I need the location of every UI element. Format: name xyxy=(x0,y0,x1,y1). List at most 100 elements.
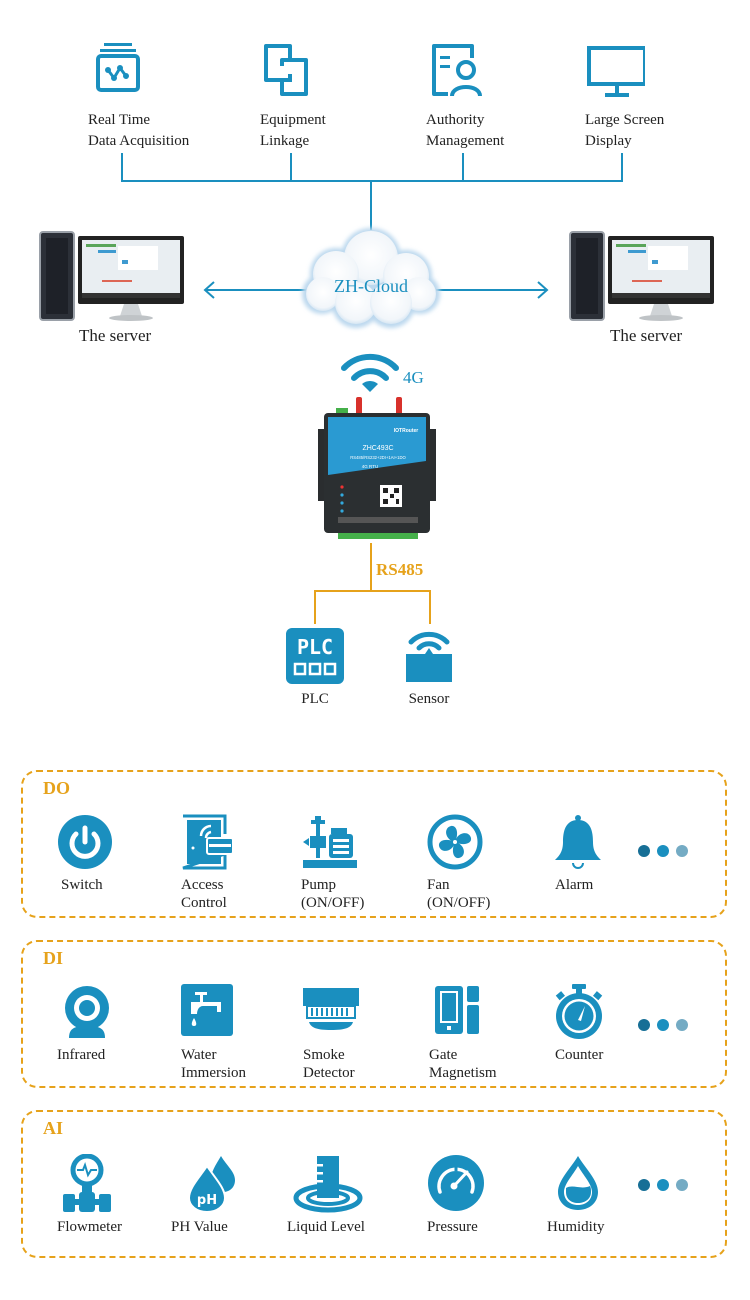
ai-item-pressure: Pressure xyxy=(427,1154,537,1235)
do-item-switch: Switch xyxy=(57,814,167,893)
item-label: PH Value xyxy=(171,1219,228,1235)
liquid-level-icon xyxy=(293,1156,363,1213)
feature-authority-management: Authority Management xyxy=(426,40,576,149)
item-label: Humidity xyxy=(547,1219,605,1235)
item-label: Pump (ON/OFF) xyxy=(301,877,365,911)
ph-icon: pH xyxy=(187,1156,235,1214)
more-dot xyxy=(638,1179,650,1191)
plc-icon: PLC xyxy=(286,628,344,684)
device-type: 4G RTU xyxy=(362,464,378,469)
feature-large-screen: Large Screen Display xyxy=(585,40,735,149)
item-label: Switch xyxy=(61,877,103,893)
rtu-device-image: ZHC493C RS485/RS232+2DI+1AI+1DO IOTRoute… xyxy=(318,397,436,539)
item-label: Pressure xyxy=(427,1219,478,1235)
access-control-icon xyxy=(182,814,234,870)
data-acquisition-icon xyxy=(96,43,140,92)
panel-title: DO xyxy=(43,778,70,798)
di-item-infrared: Infrared xyxy=(57,984,171,1063)
gauge-icon xyxy=(428,1155,484,1211)
feature-label: Authority Management xyxy=(426,112,505,149)
server-label-left: The server xyxy=(79,326,152,345)
pump-icon xyxy=(303,816,357,868)
item-label: Access Control xyxy=(181,877,227,911)
server-computer-icon xyxy=(39,231,184,321)
more-indicator xyxy=(638,1018,695,1036)
connector-line xyxy=(621,153,623,181)
monitor-icon xyxy=(587,46,645,97)
item-label: Infrared xyxy=(57,1047,106,1063)
bus-line xyxy=(314,590,316,624)
connector-line xyxy=(121,153,123,181)
arrow-left-icon xyxy=(203,281,308,299)
more-dot xyxy=(657,1019,669,1031)
feature-data-acquisition: Real Time Data Acquisition xyxy=(88,40,238,149)
item-label: Fan (ON/OFF) xyxy=(427,877,491,911)
connector-line xyxy=(462,153,464,181)
more-indicator xyxy=(638,1178,695,1196)
item-label: Alarm xyxy=(555,877,594,893)
server-label-right: The server xyxy=(610,326,683,345)
di-item-smoke-detector: Smoke Detector xyxy=(301,984,411,1081)
do-item-pump: Pump (ON/OFF) xyxy=(301,814,411,911)
connector-line xyxy=(121,180,623,182)
sensor-icon xyxy=(406,631,452,682)
device-model: ZHC493C xyxy=(362,445,393,452)
authority-icon xyxy=(432,44,482,97)
fan-icon xyxy=(427,814,483,870)
more-dot xyxy=(657,845,669,857)
linkage-icon xyxy=(264,44,308,96)
server-computer-icon xyxy=(569,231,714,321)
device-spec: RS485/RS232+2DI+1AI+1DO xyxy=(350,455,406,460)
di-item-water-immersion: Water Immersion xyxy=(181,984,291,1081)
item-label: Water Immersion xyxy=(181,1047,246,1081)
bus-line xyxy=(370,543,372,591)
plc-icon-text: PLC xyxy=(297,635,333,659)
humidity-icon xyxy=(558,1156,598,1210)
cloud-label: ZH-Cloud xyxy=(334,276,408,296)
connector-line xyxy=(290,153,292,181)
ai-item-flowmeter: Flowmeter xyxy=(57,1154,171,1235)
item-label: Liquid Level xyxy=(287,1219,365,1235)
connector-line xyxy=(370,180,372,230)
door-magnet-icon xyxy=(435,986,479,1034)
panel-do: DO Switch Access Control xyxy=(21,770,727,918)
ai-item-humidity: Humidity xyxy=(547,1154,665,1235)
do-item-access-control: Access Control xyxy=(181,814,291,911)
more-indicator xyxy=(638,844,695,862)
power-icon xyxy=(58,815,112,869)
flowmeter-icon xyxy=(63,1154,111,1212)
feature-label: Real Time Data Acquisition xyxy=(88,112,190,149)
ai-item-ph: pH PH Value xyxy=(171,1154,295,1235)
di-item-gate-magnetism: Gate Magnetism xyxy=(429,984,543,1081)
item-label: Gate Magnetism xyxy=(429,1047,497,1081)
panel-title: AI xyxy=(43,1118,64,1138)
item-label: Smoke Detector xyxy=(303,1047,355,1081)
device-brand: IOTRouter xyxy=(394,428,418,434)
more-dot xyxy=(676,1179,688,1191)
do-item-fan: Fan (ON/OFF) xyxy=(427,814,537,911)
feature-label: Equipment Linkage xyxy=(260,112,326,149)
plc-label: PLC xyxy=(301,691,329,707)
more-dot xyxy=(638,1019,650,1031)
infrared-icon xyxy=(65,986,109,1038)
more-dot xyxy=(676,1019,688,1031)
panel-di: DI Infrared Water Immersion Smoke Detect… xyxy=(21,940,727,1088)
bus-label: RS485 xyxy=(376,560,424,579)
di-item-counter: Counter xyxy=(553,984,663,1063)
network-label: 4G xyxy=(403,368,424,387)
bell-icon xyxy=(555,815,601,869)
wifi-signal-icon xyxy=(341,353,399,392)
panel-title: DI xyxy=(43,948,64,968)
do-item-alarm: Alarm xyxy=(553,814,663,893)
panel-ai: AI Flowmeter pH PH Value Liquid Level xyxy=(21,1110,727,1258)
bus-line xyxy=(314,590,430,592)
item-label: Flowmeter xyxy=(57,1219,122,1235)
ai-item-liquid-level: Liquid Level xyxy=(287,1154,403,1235)
item-label: Counter xyxy=(555,1047,604,1063)
smoke-detector-icon xyxy=(303,988,359,1030)
cloud-icon xyxy=(302,228,440,328)
arrow-right-icon xyxy=(436,281,549,299)
svg-text:pH: pH xyxy=(197,1193,217,1208)
more-dot xyxy=(657,1179,669,1191)
more-dot xyxy=(676,845,688,857)
